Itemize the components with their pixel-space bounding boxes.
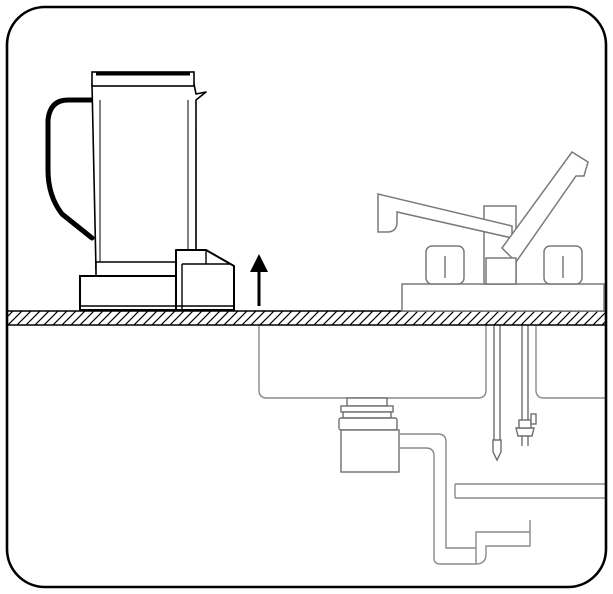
garbage-disposer-icon — [338, 397, 400, 473]
blender-icon — [45, 71, 235, 311]
up-arrow-icon — [250, 254, 268, 306]
countertop — [7, 310, 606, 326]
sink-basin — [258, 325, 606, 399]
supply-lines — [492, 325, 537, 462]
faucet-icon — [377, 150, 605, 312]
drain-pipe — [400, 433, 606, 565]
rounded-frame — [5, 5, 608, 589]
